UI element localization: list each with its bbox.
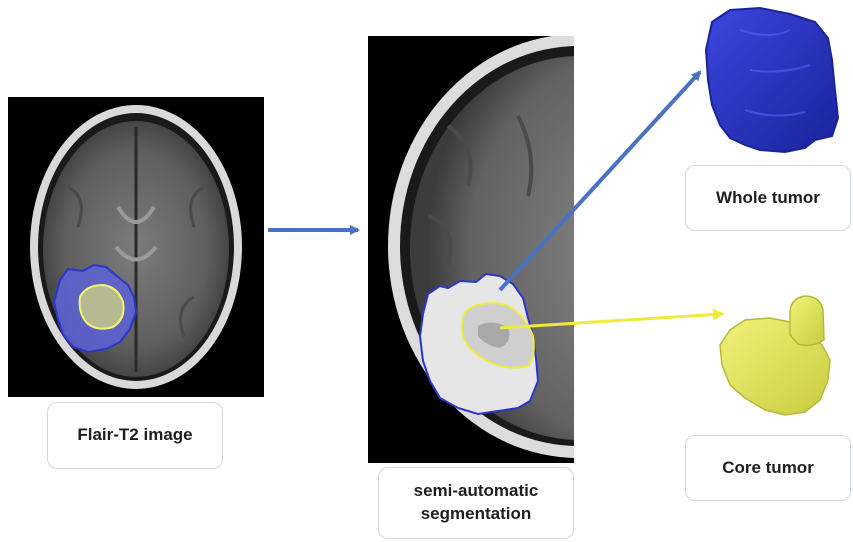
core-tumor-label: Core tumor [685,435,851,501]
segmentation-label-line1: semi-automatic [414,480,539,503]
whole-tumor-arrow [500,72,700,290]
whole-tumor-3d-icon [706,8,838,152]
whole-tumor-label-text: Whole tumor [716,187,820,210]
core-tumor-arrow [500,314,722,328]
segmentation-label-line2: segmentation [414,503,539,526]
whole-tumor-label: Whole tumor [685,165,851,231]
core-tumor-label-text: Core tumor [722,457,814,480]
segmentation-label: semi-automatic segmentation [378,467,574,539]
flair-t2-label: Flair-T2 image [47,402,223,469]
core-tumor-3d-icon [720,296,830,415]
flair-t2-label-text: Flair-T2 image [77,424,192,447]
